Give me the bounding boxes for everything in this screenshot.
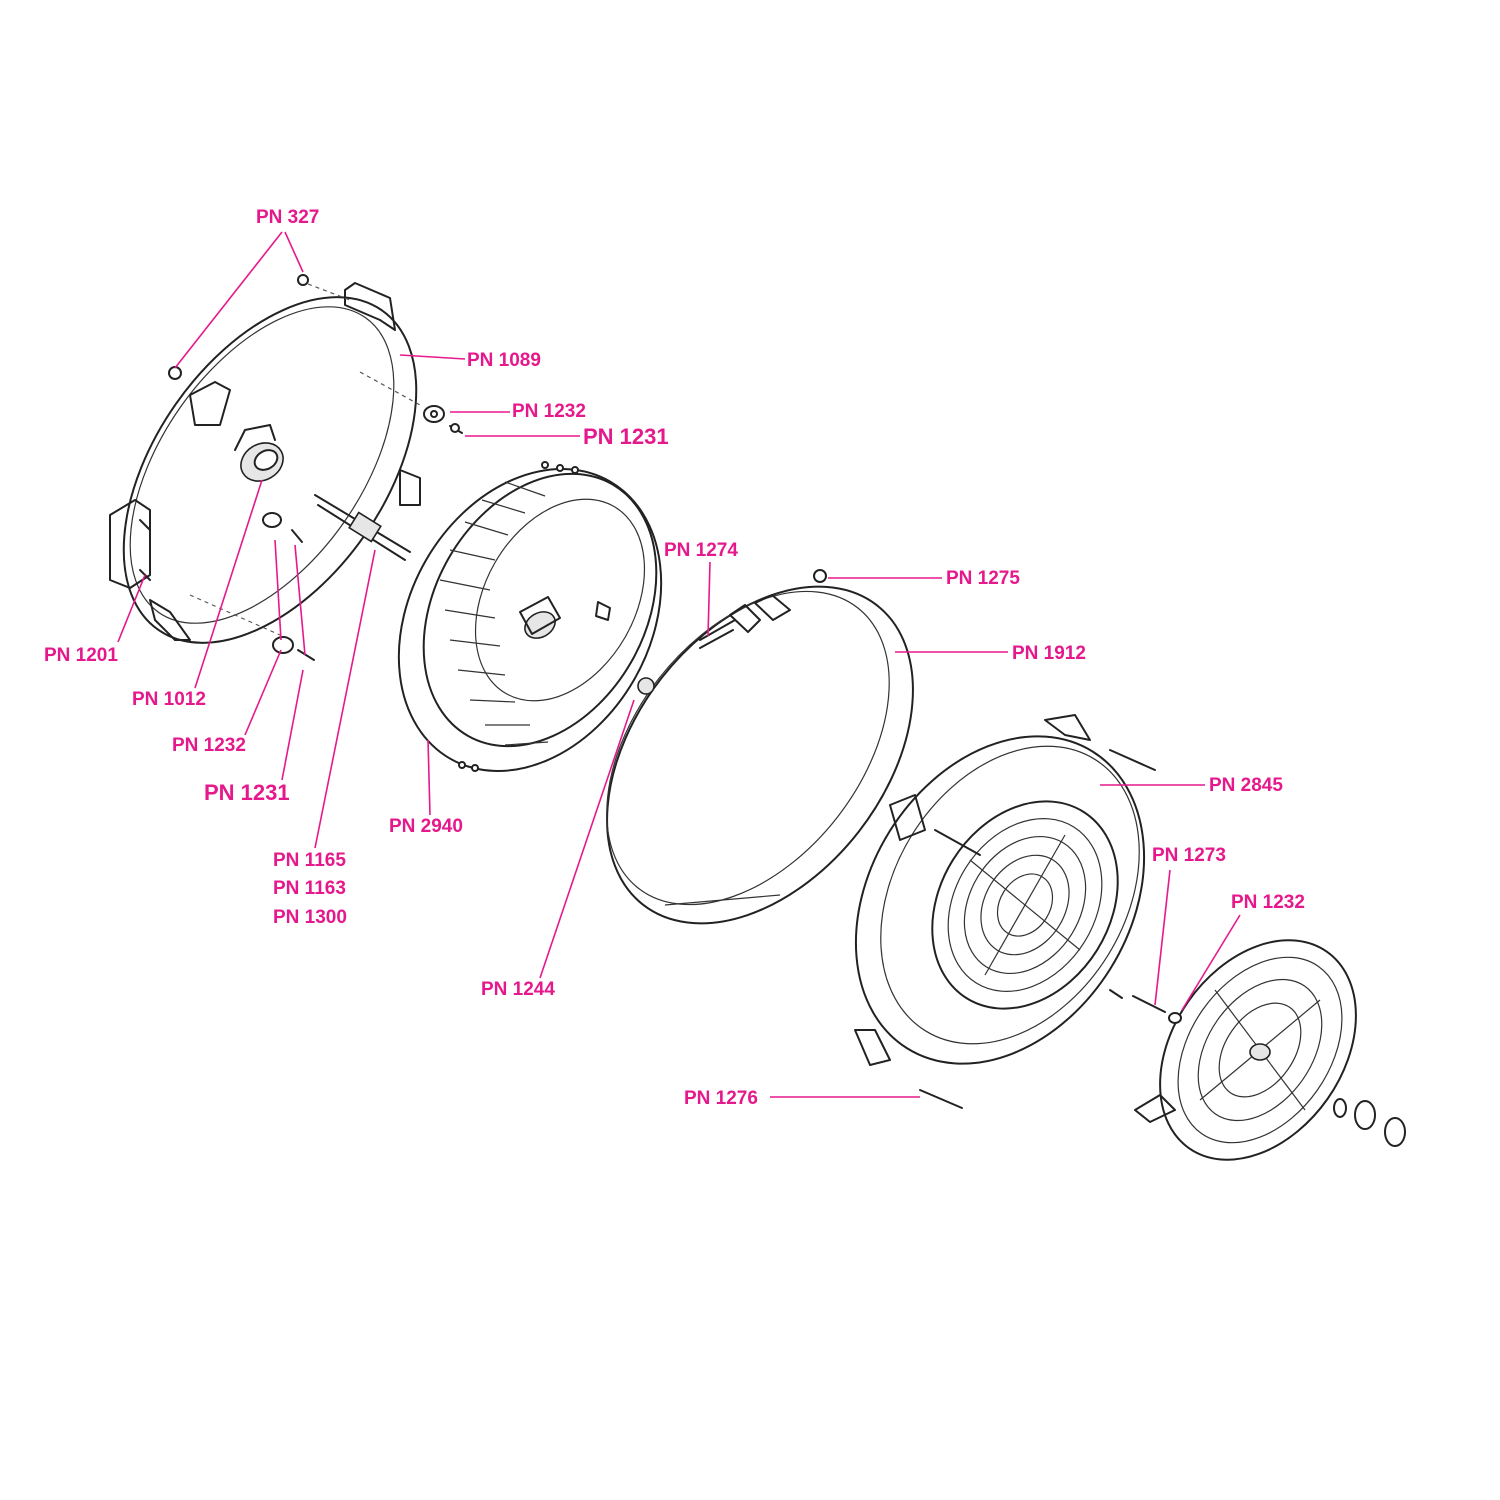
label-pn1201: PN 1201 (44, 645, 118, 666)
label-pn1275: PN 1275 (946, 568, 1020, 589)
label-pn1273: PN 1273 (1152, 845, 1226, 866)
front-housing (854, 714, 1166, 1109)
label-pn1163: PN 1163 (273, 878, 346, 899)
label-pn1276: PN 1276 (684, 1088, 758, 1109)
housing-band (606, 569, 914, 925)
back-housing (109, 274, 463, 661)
label-pn1232-top: PN 1232 (512, 401, 586, 422)
label-pn1300: PN 1300 (273, 907, 347, 928)
label-pn1232-left: PN 1232 (172, 735, 246, 756)
blower-wheel (397, 461, 663, 772)
label-pn1231-top: PN 1231 (583, 424, 669, 449)
label-pn2845: PN 2845 (1209, 775, 1283, 796)
label-pn1231-left: PN 1231 (204, 780, 290, 805)
label-pn1274: PN 1274 (664, 540, 738, 561)
label-pn1012: PN 1012 (132, 689, 206, 710)
label-pn1165: PN 1165 (273, 850, 346, 871)
label-pn2940: PN 2940 (389, 816, 463, 837)
label-pn1244: PN 1244 (481, 979, 555, 1000)
label-pn1089: PN 1089 (467, 350, 541, 371)
leader-lines (117, 231, 1241, 1098)
label-pn327: PN 327 (256, 207, 320, 228)
label-pn1232-right: PN 1232 (1231, 892, 1305, 913)
label-pn1912: PN 1912 (1012, 643, 1086, 664)
front-grille (1134, 939, 1406, 1161)
